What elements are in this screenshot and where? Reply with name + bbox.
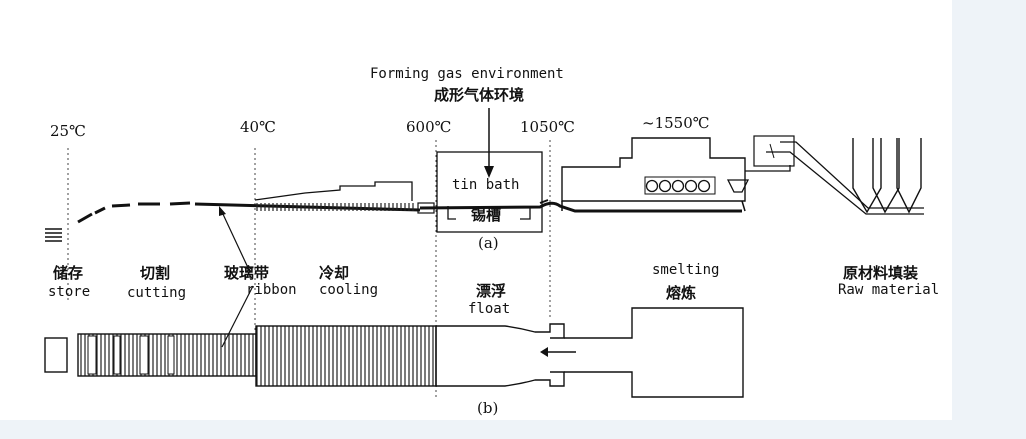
stage-ribbon-zh: 玻璃带 [224, 264, 270, 282]
stage-smelting-en: smelting [652, 262, 720, 278]
forming-gas-label-zh: 成形气体环境 [434, 86, 525, 104]
temp-1550-label: ~1550℃ [642, 114, 710, 132]
stage-raw-zh: 原材料填装 [843, 264, 919, 282]
caption-a: (a) [478, 234, 499, 252]
lehr-rollers [255, 203, 415, 211]
lehr-ribbon-top [255, 325, 437, 387]
side-view [45, 108, 924, 242]
store-stack [45, 228, 62, 242]
tin-bath-label: tin bath [452, 177, 520, 193]
stage-cutting-en: cutting [127, 285, 187, 301]
stage-ribbon-en: ribbon [246, 282, 297, 298]
stage-store-zh: 储存 [53, 264, 84, 282]
temp-600-label: 600℃ [406, 118, 452, 136]
tin-bath-label-zh: 锡槽 [471, 206, 502, 224]
furnace-burners [645, 179, 711, 193]
stacked-sheets [44, 337, 68, 373]
tin-bath-basin [447, 206, 531, 220]
stage-float-zh: 漂浮 [476, 282, 507, 300]
temp-25-label: 25℃ [50, 122, 86, 140]
top-view [44, 307, 744, 398]
stage-smelting-zh: 熔炼 [666, 284, 697, 302]
cut-gaps [87, 335, 175, 375]
lehr-housing [254, 181, 413, 201]
temp-40-label: 40℃ [240, 118, 276, 136]
forming-gas-label: Forming gas environment [370, 66, 564, 82]
stage-float-en: float [468, 301, 511, 317]
float-ribbon [419, 201, 742, 213]
stage-store-en: store [48, 284, 91, 300]
furnace-top-outline [564, 307, 744, 398]
float-bath-outline [436, 323, 565, 387]
stage-cutting-zh: 切割 [140, 264, 171, 282]
stage-raw-en: Raw material [838, 282, 940, 298]
conveyor-slope [745, 141, 924, 215]
stage-cooling-en: cooling [319, 282, 379, 298]
temp-1050-label: 1050℃ [520, 118, 575, 136]
cut-sheets [77, 333, 257, 377]
stage-cooling-zh: 冷却 [319, 264, 350, 282]
cut-glass-pieces [77, 201, 191, 224]
caption-b: (b) [477, 399, 499, 417]
raw-material-silos [852, 138, 922, 214]
conveyor-frame [753, 135, 795, 167]
batch-hopper [726, 179, 750, 193]
furnace-body [561, 137, 746, 202]
